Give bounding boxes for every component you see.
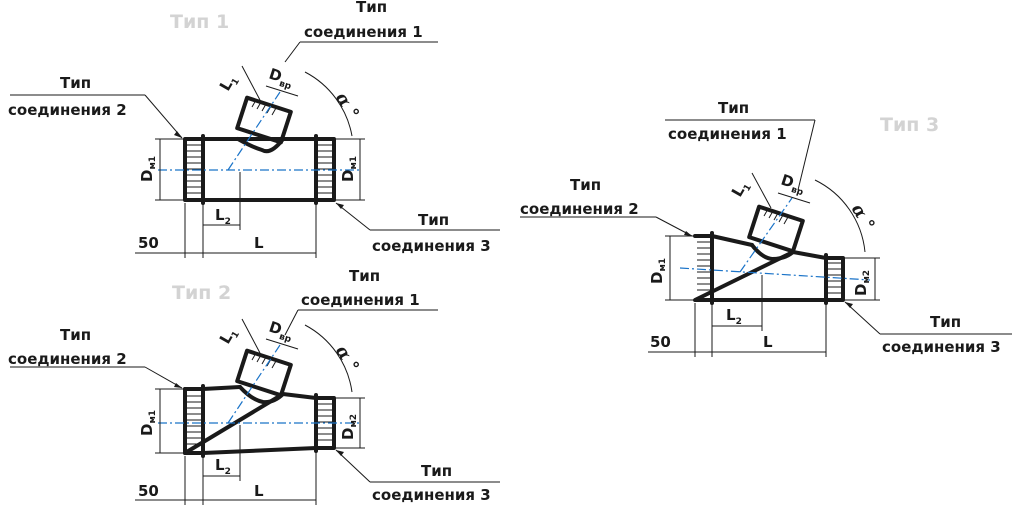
conn1-line2: соединения 1 <box>668 125 787 143</box>
conn1-line1: Тип <box>356 0 387 16</box>
hatching <box>187 352 332 445</box>
tee-body <box>158 344 362 458</box>
conn2-leader <box>144 94 183 139</box>
dim-L: L <box>254 234 264 252</box>
angle-label: α ° <box>847 200 879 234</box>
conn2-line2: соединения 2 <box>520 200 639 218</box>
dim-L: L <box>254 482 264 500</box>
type-label: Тип 2 <box>172 282 231 304</box>
tee-body <box>158 91 362 205</box>
conn1-leader <box>284 41 301 63</box>
dim-L1-line <box>241 65 261 101</box>
branch-saddle <box>236 137 285 154</box>
conn3-arrow <box>336 450 344 456</box>
conn3-line1: Тип <box>418 211 449 229</box>
conn1-leader <box>284 309 299 336</box>
branch-pipe <box>235 348 293 398</box>
dim-Dvr-line <box>265 85 299 97</box>
conn3-leader <box>844 301 881 335</box>
branch-pipe <box>747 204 805 254</box>
dim-L2: L2 <box>726 306 742 327</box>
conn2-line1: Тип <box>60 326 91 344</box>
branch-pipe <box>235 95 293 145</box>
conn3-line1: Тип <box>930 313 961 331</box>
conn1-line2: соединения 1 <box>301 291 420 309</box>
dim-L1-line <box>241 318 261 354</box>
conn2-line2: соединения 2 <box>8 101 127 119</box>
dim-Dvr: Dвр <box>266 65 296 93</box>
conn1-line2: соединения 1 <box>304 23 423 41</box>
dim-Dright: Dм2 <box>339 414 359 440</box>
dim-Dvr-line <box>777 192 811 204</box>
dim-L1: L1 <box>216 324 242 348</box>
dim-Dm1: Dм1 <box>138 410 158 436</box>
conn3-line1: Тип <box>421 462 452 480</box>
dim-50: 50 <box>650 333 671 351</box>
dim-L2: L2 <box>215 206 231 227</box>
type-label: Тип 3 <box>880 114 939 136</box>
main-pipe <box>183 385 336 455</box>
conn2-arrow <box>174 131 182 138</box>
conn2-line2: соединения 2 <box>8 350 127 368</box>
variant-type-1: Тип 1 <box>8 0 500 258</box>
tee-body <box>679 197 871 305</box>
branch-saddle <box>750 243 795 261</box>
conn2-arrow <box>174 383 182 388</box>
hatching <box>697 208 841 294</box>
dim-L2: L2 <box>215 456 231 477</box>
dim-Dright: Dм1 <box>339 156 359 182</box>
dim-L1-line <box>751 172 772 209</box>
conn1-line1: Тип <box>718 99 749 117</box>
dim-50: 50 <box>138 482 159 500</box>
hatching <box>187 99 332 194</box>
angle-label: α ° <box>331 89 363 123</box>
dim-Dright: Dм2 <box>852 270 872 296</box>
angle-arc <box>304 71 353 137</box>
dim-50: 50 <box>138 234 159 252</box>
conn3-arrow <box>845 302 853 308</box>
conn1-line1: Тип <box>349 267 380 285</box>
conn1-leader <box>797 119 816 191</box>
conn2-line1: Тип <box>570 176 601 194</box>
conn3-line2: соединения 3 <box>882 338 1001 356</box>
conn3-line2: соединения 3 <box>372 237 491 255</box>
conn3-leader <box>335 449 371 483</box>
conn3-line2: соединения 3 <box>372 486 491 504</box>
dim-L1: L1 <box>728 177 754 201</box>
angle-arc <box>304 324 353 393</box>
type-label: Тип 1 <box>170 11 229 33</box>
dim-L1: L1 <box>216 71 242 95</box>
conn3-arrow <box>336 203 344 209</box>
conn2-arrow <box>684 231 692 236</box>
dim-Dvr: Dвр <box>266 318 296 346</box>
branch-axis <box>227 344 281 424</box>
dim-Dvr: Dвр <box>778 171 808 199</box>
dim-Dm1: Dм1 <box>138 156 158 182</box>
dim-Dm1: Dм1 <box>648 258 668 284</box>
angle-arc <box>814 179 866 253</box>
main-axis <box>679 267 871 281</box>
variant-type-3: Тип 3 <box>520 99 1012 357</box>
angle-label: α ° <box>331 342 363 376</box>
dim-Dvr-line <box>265 338 299 350</box>
branch-axis <box>227 91 281 171</box>
branch-axis <box>739 197 793 273</box>
dim-L: L <box>763 333 773 351</box>
conn2-line1: Тип <box>60 74 91 92</box>
variant-type-2: Тип 2 <box>8 267 500 505</box>
